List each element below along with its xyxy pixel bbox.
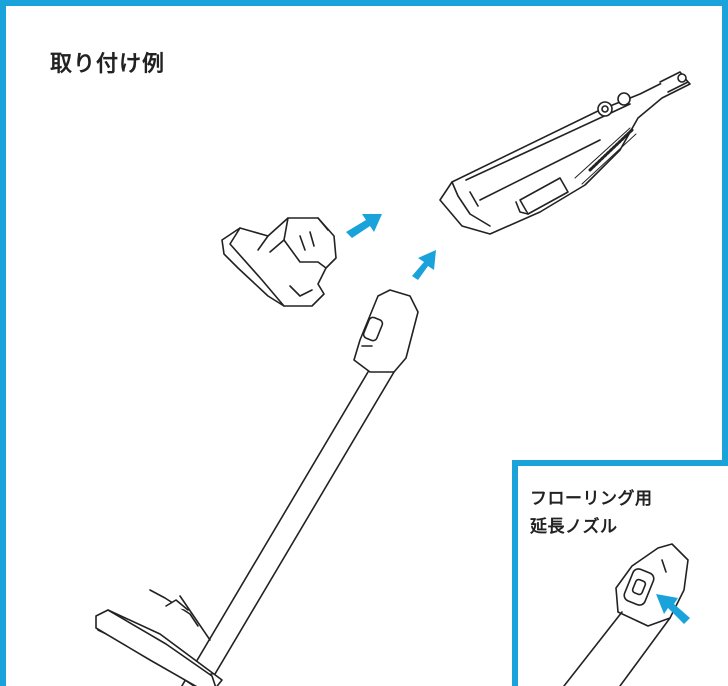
extension-pipe (179, 289, 419, 686)
arrow-nozzle-to-body (346, 214, 382, 238)
vacuum-body (439, 71, 691, 235)
inset-panel (512, 460, 728, 686)
page-title: 取り付け例 (50, 52, 166, 77)
floor-extension-nozzle (563, 543, 689, 686)
inset-arrow (656, 594, 690, 624)
inset-label-line1: フローリング用 (530, 489, 653, 509)
inset-label-line2: 延長ノズル (530, 517, 618, 537)
small-nozzle (221, 217, 337, 307)
floor-nozzle (95, 589, 223, 686)
arrow-pipe-to-body (412, 250, 436, 280)
